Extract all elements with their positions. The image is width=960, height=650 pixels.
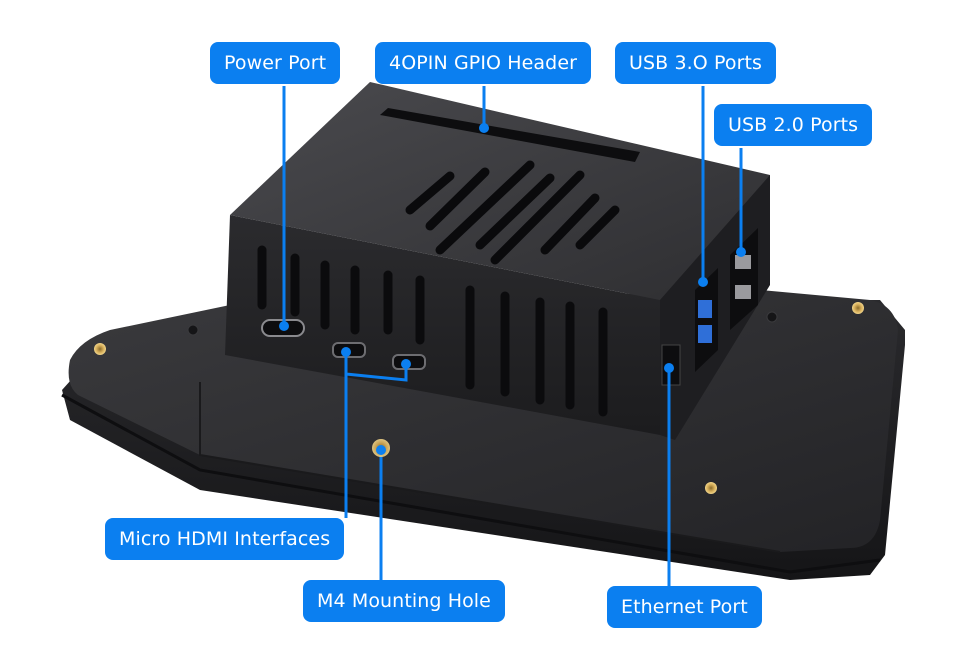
- brass-inserts: [94, 302, 864, 494]
- callout-m4-mounting-hole: M4 Mounting Hole: [303, 580, 505, 622]
- callout-usb2-ports: USB 2.0 Ports: [714, 104, 873, 146]
- screw-icon: [766, 311, 778, 323]
- callout-micro-hdmi: Micro HDMI Interfaces: [105, 518, 345, 560]
- callout-power-port: Power Port: [210, 42, 341, 84]
- screw-icon: [187, 324, 199, 336]
- callout-usb3-ports: USB 3.O Ports: [615, 42, 777, 84]
- callout-lines: [282, 86, 743, 586]
- callout-ethernet-port: Ethernet Port: [607, 586, 762, 628]
- callout-gpio-header: 4OPIN GPIO Header: [375, 42, 592, 84]
